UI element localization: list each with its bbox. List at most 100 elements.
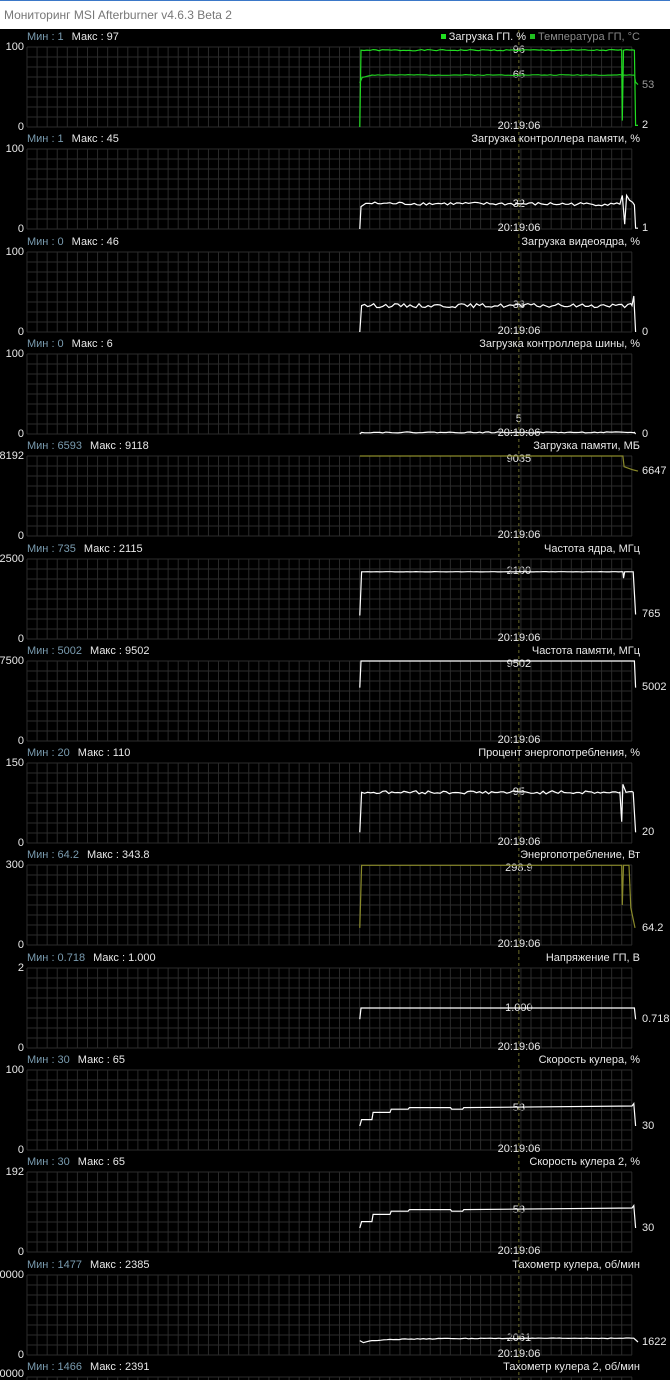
y-axis-max: 10000 [0,1268,24,1281]
max-value: Макс : 2391 [90,1360,150,1373]
graph-name: Загрузка контроллера памяти, % [471,133,640,145]
graph-name: Частота памяти, МГц [532,645,640,657]
current-value: 6647 [642,465,667,478]
graph-title: Энергопотребление, Вт [520,849,640,862]
min-value: Мин : 6593 [27,440,83,453]
min-value: Мин : 5002 [27,644,83,657]
current-value: 1622 [642,1335,667,1348]
min-max-stats: Мин : 735 Макс : 2115 [27,543,143,555]
series-line [359,73,639,86]
graph-name: Скорость кулера, % [539,1054,640,1066]
current-value: 0 [642,325,649,338]
cursor-timestamp: 20:19:06 [497,426,541,439]
graph-name: Скорость кулера 2, % [529,1156,640,1168]
max-value: Макс : 110 [77,747,131,760]
y-axis-min: 0 [17,734,24,747]
y-axis-max: 100 [5,1064,24,1076]
legend-item[interactable]: Температура ГП, °С [538,31,640,43]
y-axis-min: 0 [17,325,24,338]
legend-marker-icon [530,34,535,39]
y-axis-max: 8192 [0,450,24,463]
legend-item[interactable]: Загрузка ГП. % [448,31,526,43]
y-axis-max: 192 [5,1166,24,1179]
cursor-timestamp: 20:19:06 [497,529,541,542]
current-value: 20 [642,826,655,839]
max-value: Макс : 9118 [90,440,149,453]
graph-title: Загрузка памяти, МБ [533,440,640,453]
graph-name: Энергопотребление, Вт [520,849,640,861]
series-line [359,48,638,128]
y-axis-max: 100 [5,143,24,156]
min-value: Мин : 30 [27,1156,70,1169]
y-axis-max: 2500 [0,552,24,565]
max-value: Макс : 1.000 [93,951,156,964]
series-line [359,660,637,688]
graph-name: Загрузка ГП. % Температура ГП, °С [437,31,640,43]
min-value: Мин : 1477 [27,1258,83,1271]
graph-canvas [26,132,638,236]
min-value: Мин : 64.2 [27,849,79,862]
graph-name: Тахометр кулера 2, об/мин [503,1361,640,1373]
graph-canvas [26,541,637,645]
y-axis-max: 300 [5,859,24,872]
graph-title: Скорость кулера 2, % [529,1156,640,1169]
current-value: 30 [642,1120,655,1132]
graph-canvas [26,1359,633,1380]
min-max-stats: Мин : 0 Макс : 6 [27,338,113,350]
min-value: Мин : 1 [27,31,64,43]
min-value: Мин : 0 [27,337,64,350]
graph-canvas [26,848,636,952]
graph-title: Напряжение ГП, В [545,951,640,964]
y-axis-min: 0 [17,1041,24,1054]
graph-name: Загрузка контроллера шины, % [479,338,640,350]
current-value: 30 [642,1222,655,1235]
graph-name: Напряжение ГП, В [546,952,640,964]
cursor-timestamp: 20:19:06 [497,1347,541,1360]
series-line [359,1101,637,1127]
graph-title: Частота памяти, МГц [531,644,640,657]
series-line [359,431,637,435]
y-axis-max: 100 [5,245,24,258]
current-value: 2 [642,119,649,132]
graph-canvas [26,1053,637,1156]
series-line [359,784,637,833]
min-value: Мин : 20 [27,747,70,760]
y-axis-max: 150 [5,757,24,770]
y-axis-min: 0 [17,223,24,236]
min-value: Мин : 735 [27,542,76,555]
max-value: Макс : 6 [71,337,113,350]
current-value: 53 [642,78,655,91]
cursor-timestamp: 20:19:06 [497,1245,541,1258]
cursor-timestamp: 20:19:06 [497,1040,541,1053]
y-axis-max: 100 [5,347,24,360]
y-axis-min: 0 [17,427,24,440]
y-axis-min: 0 [17,632,24,645]
y-axis-max: 2 [17,961,24,974]
min-max-stats: Мин : 6593 Макс : 9118 [27,440,149,452]
max-value: Макс : 2115 [83,542,143,555]
max-value: Макс : 97 [71,31,119,43]
graph-title: Скорость кулера, % [538,1054,640,1066]
graph-title: Тахометр кулера, об/мин [512,1258,640,1271]
series-line [359,865,636,929]
graph-title: Частота ядра, МГц [544,542,640,555]
series-line [359,455,639,472]
series-line [359,193,638,230]
graph-title: Загрузка контроллера памяти, % [471,133,640,146]
